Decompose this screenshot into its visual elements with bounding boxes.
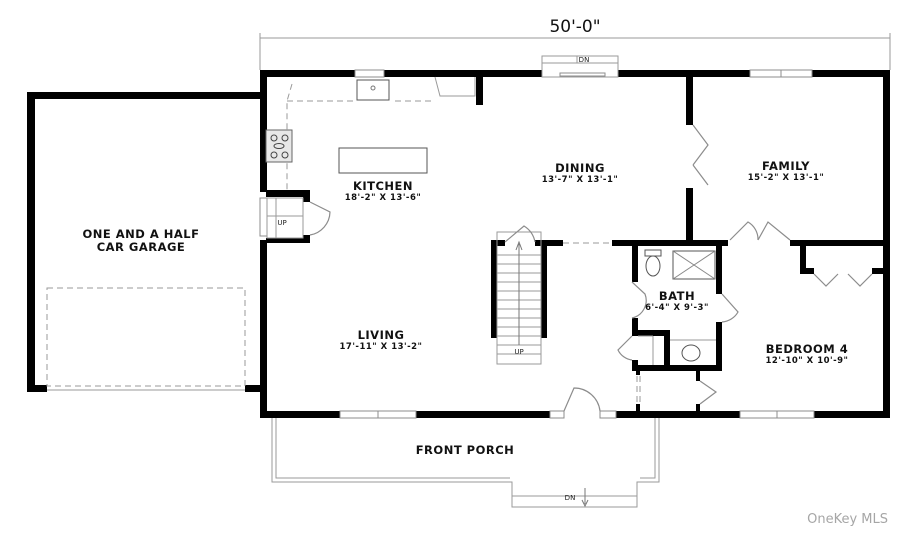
kitchen-counters xyxy=(265,76,476,190)
room-label-dining: DINING 13'-7" X 13'-1" xyxy=(542,162,619,186)
room-label-front-porch: FRONT PORCH xyxy=(416,444,515,457)
garage-steps-up-label: UP xyxy=(277,219,287,227)
dining-name: DINING xyxy=(555,161,605,175)
garage-walls xyxy=(27,92,263,392)
family-dimensions: 15'-2" X 13'-1" xyxy=(747,173,825,183)
room-label-living: LIVING 17'-11" X 13'-2" xyxy=(340,329,423,353)
toilet xyxy=(645,255,661,277)
bath-name: BATH xyxy=(658,289,696,303)
room-label-family: FAMILY 15'-2" X 13'-1" xyxy=(748,160,825,184)
living-name: LIVING xyxy=(357,328,405,342)
rear-steps-dn-label: DN xyxy=(578,56,590,64)
garage-name-line1: ONE AND A HALF xyxy=(82,227,200,241)
kitchen-name: KITCHEN xyxy=(352,179,414,193)
porch-steps-dn-label: DN xyxy=(564,494,576,502)
overall-width-dimension: 50'-0" xyxy=(549,17,601,37)
kitchen-dimensions: 18'-2" X 13'-6" xyxy=(344,193,422,203)
front-porch-outline xyxy=(271,418,660,508)
bedroom-4-name: BEDROOM 4 xyxy=(765,342,849,356)
bath-dimensions: 6'-4" X 9'-3" xyxy=(645,303,709,313)
room-label-kitchen: KITCHEN 18'-2" X 13'-6" xyxy=(345,180,422,204)
living-dimensions: 17'-11" X 13'-2" xyxy=(339,342,423,352)
bath-sink xyxy=(681,344,701,362)
windows xyxy=(259,69,815,419)
room-label-garage: ONE AND A HALF CAR GARAGE xyxy=(83,228,200,254)
doors xyxy=(563,124,873,412)
garage-name-line2: CAR GARAGE xyxy=(96,240,186,254)
room-label-bedroom-4: BEDROOM 4 12'-10" X 10'-9" xyxy=(766,343,849,367)
main-stair xyxy=(496,225,542,365)
kitchen-island xyxy=(338,147,428,174)
interior-walls xyxy=(266,77,890,412)
family-name: FAMILY xyxy=(761,159,811,173)
room-label-bath: BATH 6'-4" X 9'-3" xyxy=(645,290,709,314)
overall-dimension-line xyxy=(259,33,891,70)
dining-dimensions: 13'-7" X 13'-1" xyxy=(541,175,619,185)
garage-entry-stair xyxy=(266,197,331,239)
watermark: OneKey MLS xyxy=(807,512,888,527)
garage-door-outline xyxy=(46,287,246,387)
rear-steps xyxy=(541,55,619,78)
front-porch-name: FRONT PORCH xyxy=(415,443,515,457)
kitchen-sink xyxy=(356,79,390,101)
bath-fixtures xyxy=(638,249,716,365)
shower xyxy=(672,250,716,280)
bedroom-4-dimensions: 12'-10" X 10'-9" xyxy=(765,356,849,366)
main-stair-up-label: UP xyxy=(514,348,524,356)
kitchen-range xyxy=(265,129,293,163)
